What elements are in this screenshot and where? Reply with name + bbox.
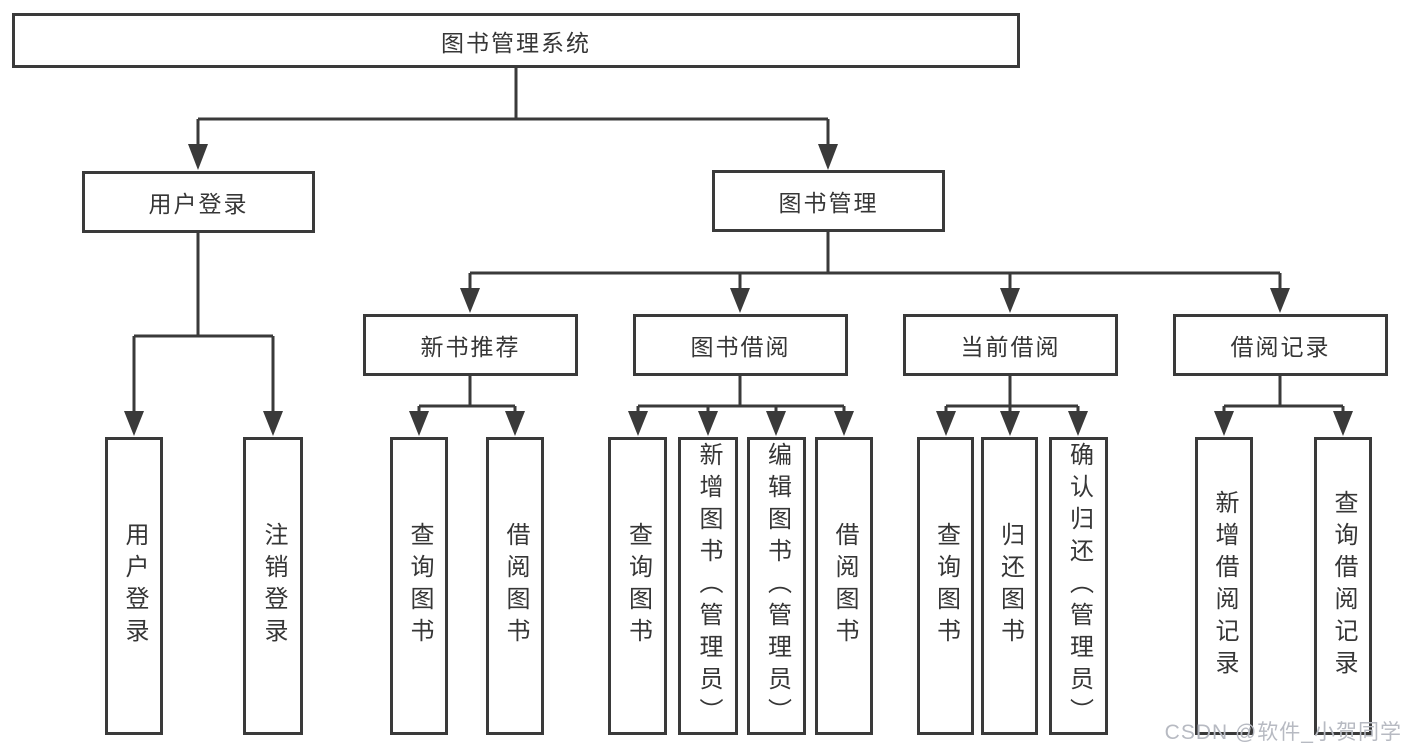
arrow-down-icon	[1333, 411, 1353, 436]
leaf-label: 新增图书（管理员）	[695, 442, 722, 730]
arrow-down-icon	[1270, 288, 1290, 313]
node-borrow-records: 借阅记录	[1173, 314, 1388, 376]
leaf-add-books-admin: 新增图书（管理员）	[678, 437, 738, 735]
arrow-down-icon	[1000, 411, 1020, 436]
leaf-confirm-return-admin: 确认归还（管理员）	[1049, 437, 1108, 735]
leaf-label: 借阅图书	[831, 522, 858, 650]
arrow-down-icon	[628, 411, 648, 436]
leaf-query-books: 查询图书	[608, 437, 667, 735]
node-root-system: 图书管理系统	[12, 13, 1020, 68]
leaf-borrow-books: 借阅图书	[815, 437, 873, 735]
arrow-down-icon	[730, 288, 750, 313]
arrow-down-icon	[188, 144, 208, 170]
leaf-label: 查询图书	[406, 522, 433, 650]
arrow-down-icon	[1000, 288, 1020, 313]
node-new-book-recommend: 新书推荐	[363, 314, 578, 376]
arrow-down-icon	[460, 288, 480, 313]
connector-records-to-leaves	[1222, 376, 1345, 414]
arrow-down-icon	[409, 411, 429, 436]
leaf-query-books: 查询图书	[917, 437, 974, 735]
leaf-label: 注销登录	[260, 522, 287, 650]
leaf-label: 编辑图书（管理员）	[763, 442, 791, 730]
connector-recommend-to-leaves	[417, 376, 517, 414]
leaf-label: 借阅图书	[502, 522, 529, 650]
leaf-label: 确认归还（管理员）	[1065, 442, 1093, 730]
connector-user-login-to-leaves	[132, 233, 275, 413]
arrow-down-icon	[1214, 411, 1234, 436]
csdn-watermark: CSDN @软件_小贺同学	[1164, 721, 1402, 744]
leaf-add-borrow-record: 新增借阅记录	[1195, 437, 1253, 735]
node-book-management: 图书管理	[712, 170, 945, 232]
connector-root-to-level2	[196, 68, 830, 147]
arrow-down-icon	[263, 411, 283, 436]
leaf-return-books: 归还图书	[981, 437, 1038, 735]
leaf-user-login: 用户登录	[105, 437, 163, 735]
node-current-borrow: 当前借阅	[903, 314, 1118, 376]
arrow-down-icon	[818, 144, 838, 170]
arrow-down-icon	[766, 411, 786, 436]
leaf-logout: 注销登录	[243, 437, 303, 735]
leaf-label: 查询借阅记录	[1330, 490, 1357, 682]
leaf-query-books: 查询图书	[390, 437, 448, 735]
arrow-down-icon	[1068, 411, 1088, 436]
node-book-borrow: 图书借阅	[633, 314, 848, 376]
arrow-down-icon	[936, 411, 956, 436]
connector-book-mgmt-to-level3	[468, 232, 1282, 290]
arrow-down-icon	[505, 411, 525, 436]
arrow-down-icon	[698, 411, 718, 436]
leaf-edit-books-admin: 编辑图书（管理员）	[747, 437, 806, 735]
leaf-label: 查询图书	[624, 522, 652, 650]
arrow-down-icon	[124, 411, 144, 436]
leaf-query-borrow-record: 查询借阅记录	[1314, 437, 1372, 735]
leaf-label: 查询图书	[932, 522, 960, 650]
leaf-label: 用户登录	[121, 522, 148, 650]
leaf-label: 新增借阅记录	[1211, 490, 1238, 682]
arrow-down-icon	[834, 411, 854, 436]
connector-borrow-to-leaves	[636, 376, 846, 414]
connector-current-to-leaves	[944, 376, 1080, 414]
leaf-label: 归还图书	[996, 522, 1024, 650]
node-user-login: 用户登录	[82, 171, 315, 233]
leaf-borrow-books: 借阅图书	[486, 437, 544, 735]
arrowheads	[124, 144, 1353, 436]
